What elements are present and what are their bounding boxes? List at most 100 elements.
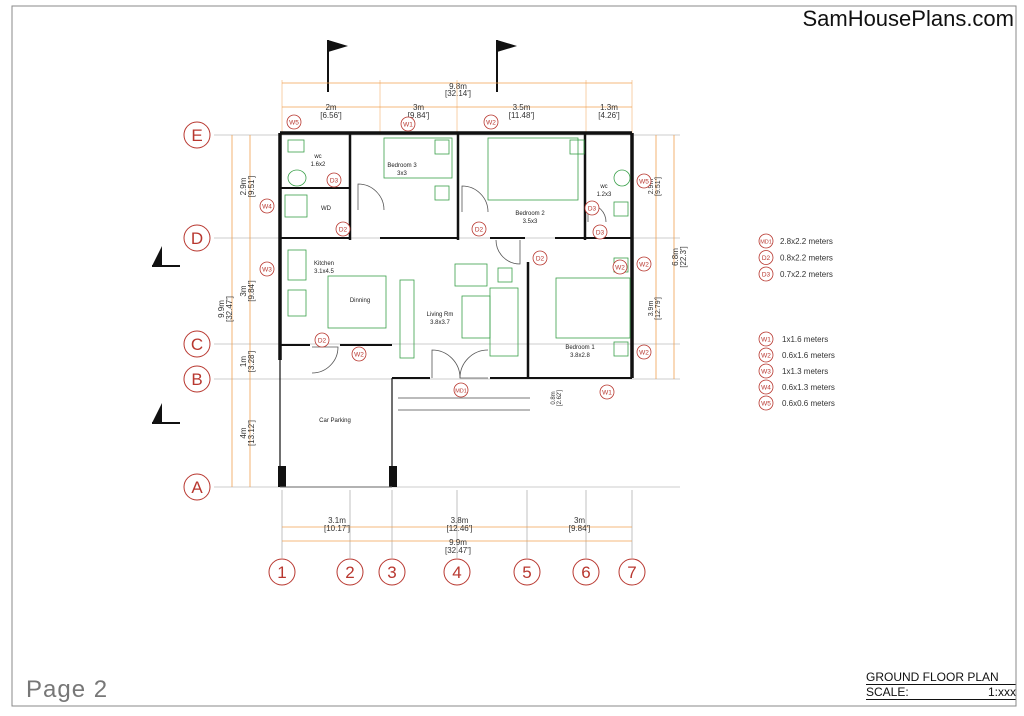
room-name: Kitchen (314, 261, 334, 267)
flag-icon (328, 40, 348, 52)
bed-2-icon (487, 137, 579, 201)
grid-col-label: 5 (522, 563, 531, 582)
dim-text: [32.47'] (225, 296, 234, 322)
dim-text: 9.9m (449, 538, 467, 547)
dim-text: 2.9m (239, 177, 248, 195)
grid-bubble (183, 330, 211, 358)
tag-label: W2 (639, 262, 649, 269)
tag-bubble (612, 259, 628, 275)
dim-text: [9.84'] (569, 524, 591, 533)
dim-text: [9.51'] (655, 177, 662, 196)
tag-label: D3 (330, 178, 339, 185)
grid-row-label: E (191, 126, 202, 145)
grid-bubble (268, 558, 296, 586)
door-swing (495, 239, 521, 265)
title-block: GROUND FLOOR PLAN SCALE: 1:xxx (866, 670, 1016, 700)
legend-tag: W4 (761, 385, 771, 392)
dim-text: 9.9m (217, 300, 226, 318)
tag-label: W5 (639, 179, 649, 186)
room-size: 1.6x2 (311, 162, 326, 168)
legend-tag-bubble (758, 363, 774, 379)
tag-label: D3 (596, 230, 605, 237)
dim-text: 3m (413, 103, 424, 112)
tag-bubble (483, 114, 499, 130)
legend-tag-bubble (758, 233, 774, 249)
room-size: 1.2x3 (597, 192, 612, 198)
grid-row-label: C (191, 335, 203, 354)
bed-1-icon (555, 277, 631, 339)
tag-label: W3 (262, 267, 272, 274)
coffee-table-icon (461, 295, 491, 339)
dim-text: 0.8m (551, 391, 557, 404)
legend-tag-bubble (758, 266, 774, 282)
dim-text: 3m (574, 516, 585, 525)
legend-tag-bubble (758, 395, 774, 411)
basin-icon (613, 201, 629, 217)
dim-text: [32.14'] (445, 89, 471, 98)
tag-bubble (636, 173, 652, 189)
room-name: Living Rm (427, 312, 454, 318)
room-name: WD (321, 206, 332, 212)
flag-icon (497, 40, 517, 52)
dim-text: [22.3'] (679, 246, 688, 268)
dim-text: [32.47'] (445, 546, 471, 555)
tag-bubble (592, 224, 608, 240)
scale-row: SCALE: 1:xxx (866, 685, 1016, 700)
legend-desc: 1x1.6 meters (782, 335, 828, 344)
room-name: Bedroom 3 (387, 163, 417, 169)
plant-icon (497, 267, 513, 283)
dim-text: 4m (239, 427, 248, 438)
room-size: 3.1x4.5 (314, 269, 334, 275)
legend-tag-bubble (758, 250, 774, 265)
door-swing (357, 183, 385, 211)
tag-bubble (636, 256, 652, 272)
tag-bubble (286, 114, 302, 130)
tag-bubble (599, 384, 615, 400)
sheet-border (11, 5, 1017, 707)
room-size: 3.5x3 (523, 219, 538, 225)
tag-bubble (584, 200, 600, 216)
scale-label: SCALE: (866, 685, 909, 699)
grid-bubble (572, 558, 600, 586)
tag-bubble (314, 332, 330, 348)
grid-bubble (443, 558, 471, 586)
tag-bubble (400, 116, 416, 132)
legend-tag: W3 (761, 369, 771, 376)
dim-text: 3.8m (451, 516, 469, 525)
grid-bubble (513, 558, 541, 586)
grid-row-label: D (191, 229, 203, 248)
drawing-title: GROUND FLOOR PLAN (866, 670, 1016, 685)
legend-desc: 0.8x2.2 meters (780, 254, 833, 263)
grid-col-label: 3 (387, 563, 396, 582)
toilet-icon (287, 169, 307, 187)
dining-table-icon (327, 275, 387, 329)
scale-value: 1:xxx (987, 685, 1016, 699)
tag-label: MD1 (455, 389, 467, 395)
dim-text: [9.84'] (408, 111, 430, 120)
bed-3-icon (383, 137, 453, 179)
door-swing (461, 185, 489, 213)
grid-bubble (336, 558, 364, 586)
grid-row-label: A (191, 478, 203, 497)
legend-tag: MD1 (760, 240, 772, 246)
dim-text: [12.79'] (655, 297, 662, 320)
legend-tag-bubble (758, 331, 774, 347)
tv-unit-icon (399, 279, 415, 359)
legend-tag: D3 (762, 272, 771, 279)
stove-icon (287, 289, 307, 317)
room-size: 3x3 (397, 171, 407, 177)
dim-text: [13.12'] (247, 420, 256, 446)
tag-label: D2 (536, 256, 545, 263)
dim-text: [10.17'] (324, 524, 350, 533)
dim-text: [11.48'] (509, 111, 534, 120)
legend-tag: W2 (761, 353, 771, 360)
dim-text: 2.9m (648, 179, 655, 195)
tag-label: D2 (475, 227, 484, 234)
room-name: Dinning (350, 298, 370, 304)
dim-text: 3m (239, 285, 248, 296)
sofa-icon (489, 287, 519, 357)
tag-label: W1 (403, 122, 413, 129)
grid-bubble (618, 558, 646, 586)
nightstand-icon (569, 139, 585, 155)
